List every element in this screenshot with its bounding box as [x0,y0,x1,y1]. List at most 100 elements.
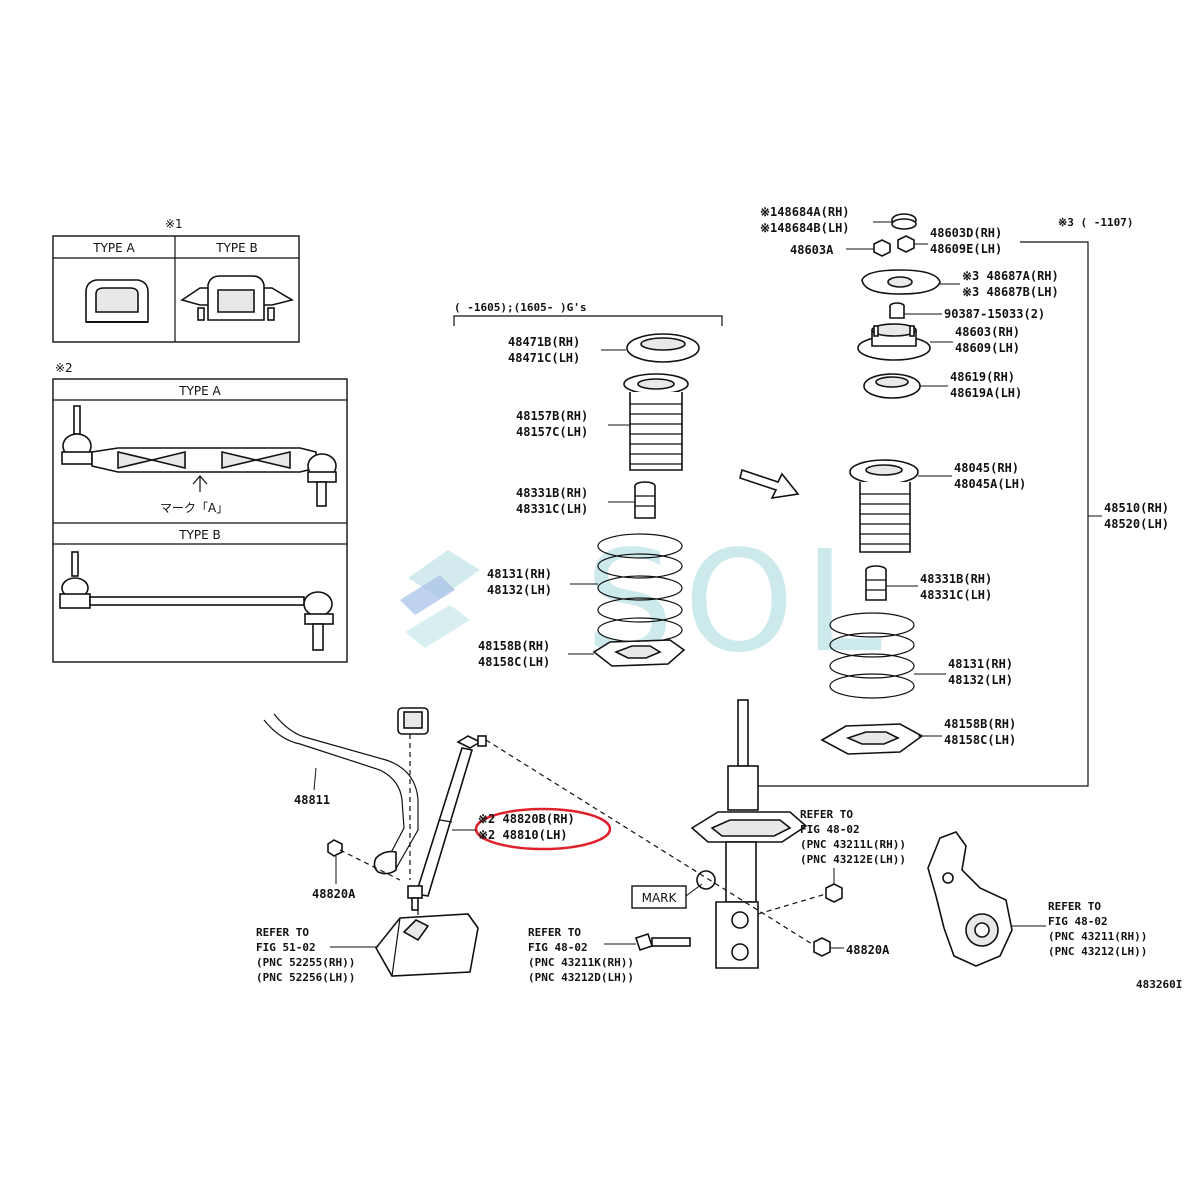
figure-number: 483260I [1136,978,1182,991]
nut-48603a-drawing [873,239,891,257]
shock-absorber-drawing [690,699,808,969]
mark-a-label: マーク「A」 [160,501,228,515]
refer-fig-48-02-knuckle: REFER TO FIG 48-02 (PNC 43211(RH)) (PNC … [1012,900,1147,958]
bushing-type-a-drawing [85,279,149,323]
label-48820a-left: 48820A [312,887,356,901]
bump-stopper-drawing [634,481,656,519]
coil-spring-drawing [597,533,683,643]
label-48131-right: 48131(RH) [948,657,1013,671]
label-48811: 48811 [294,793,330,807]
label-48131: 48131(RH) [487,567,552,581]
label-48619a: 48619A(LH) [950,386,1022,400]
nut-right-drawing [813,937,831,957]
refer-fig-48-02-bolt: REFER TO FIG 48-02 (PNC 43211K(RH)) (PNC… [528,926,636,984]
label-48820a-right: 48820A [846,943,890,957]
ref2-line4: (PNC 43212D(LH)) [528,971,634,984]
stabilizer-link-drawing [407,735,487,911]
note1-type-b: TYPE B [215,241,258,255]
note2-table: ※2 TYPE A TYPE B マーク「A」 [52,361,348,663]
note3-label: ※3 ( -1107) [1058,216,1133,229]
ref3-line4: (PNC 43212E(LH)) [800,853,906,866]
label-48603d: 48603D(RH) [930,226,1002,240]
label-48331c-right: 48331C(LH) [920,588,992,602]
label-48510: 48510(RH) [1104,501,1169,515]
ref4-line3: (PNC 43211(RH)) [1048,930,1147,943]
label-48045a: 48045A(LH) [954,477,1026,491]
label-48331b: 48331B(RH) [516,486,588,500]
highlight-ring [474,807,612,851]
note2-type-a: TYPE A [178,384,221,398]
stabilizer-link-type-b-drawing [59,551,334,651]
lower-spring-insulator-drawing [592,639,686,667]
strut-mount-drawing [857,323,931,361]
label-90387: 90387-15033(2) [944,307,1045,321]
label-48687b: ※3 48687B(LH) [962,285,1059,299]
refer-fig-51-02: REFER TO FIG 51-02 (PNC 52255(RH)) (PNC … [256,926,378,984]
label-48603: 48603(RH) [955,325,1020,339]
ref3-line3: (PNC 43211L(RH)) [800,838,906,851]
dust-boot-drawing [623,373,689,471]
ref2-line1: REFER TO [528,926,581,939]
mounting-bracket-drawing [375,913,479,977]
label-48820b: ※2 48820B(RH) [478,812,575,826]
strut-cap-drawing [891,213,917,230]
nut-left-drawing [327,839,343,857]
lower-insulator-right-drawing [820,723,924,755]
flange-nut-drawing [825,883,843,903]
bolt-drawing [634,932,691,952]
direction-arrow-icon [739,468,800,500]
label-48520: 48520(LH) [1104,517,1169,531]
label-48132-right: 48132(LH) [948,673,1013,687]
steering-knuckle-drawing [927,831,1013,967]
variant-range-label: ( -1605);(1605- )G's [454,301,586,314]
note1-type-a: TYPE A [92,241,135,255]
nut-48603d-drawing [897,235,915,253]
label-48609e: 48609E(LH) [930,242,1002,256]
label-48158b-right: 48158B(RH) [944,717,1016,731]
label-148684a: ※148684A(RH) [760,205,850,219]
note1-mark: ※1 [165,217,183,231]
upper-bearing-drawing [863,373,921,399]
ref1-line4: (PNC 52256(LH)) [256,971,355,984]
ref4-line1: REFER TO [1048,900,1101,913]
label-48609: 48609(LH) [955,341,1020,355]
label-48471b: 48471B(RH) [508,335,580,349]
ref2-line3: (PNC 43211K(RH)) [528,956,634,969]
mark-label: MARK [642,891,678,905]
label-48045: 48045(RH) [954,461,1019,475]
label-48158c-right: 48158C(LH) [944,733,1016,747]
label-48687a: ※3 48687A(RH) [962,269,1059,283]
ref3-line1: REFER TO [800,808,853,821]
label-48331c: 48331C(LH) [516,502,588,516]
ref2-line2: FIG 48-02 [528,941,588,954]
refer-fig-48-02-nut: REFER TO FIG 48-02 (PNC 43211L(RH)) (PNC… [800,808,906,884]
coil-spring-right-drawing [829,612,915,699]
stabilizer-bar-drawing [263,707,429,875]
stabilizer-link-type-a-drawing: マーク「A」 [61,405,337,515]
bushing-type-b-drawing [180,275,295,321]
label-48810: ※2 48810(LH) [478,828,568,842]
label-48331b-right: 48331B(RH) [920,572,992,586]
ref4-line2: FIG 48-02 [1048,915,1108,928]
bump-stopper-right-drawing [865,565,887,601]
label-48471c: 48471C(LH) [508,351,580,365]
label-48157b: 48157B(RH) [516,409,588,423]
mark-box [631,885,687,909]
label-48132: 48132(LH) [487,583,552,597]
label-48158b: 48158B(RH) [478,639,550,653]
note2-mark: ※2 [55,361,73,375]
ref4-line4: (PNC 43212(LH)) [1048,945,1147,958]
note3-bracket: ※3 ( -1107) [738,216,1133,787]
label-148684b: ※148684B(LH) [760,221,850,235]
ref1-line1: REFER TO [256,926,309,939]
collar-drawing [889,302,905,319]
support-plate-drawing [861,269,941,295]
note2-type-b: TYPE B [178,528,221,542]
label-48158c: 48158C(LH) [478,655,550,669]
label-48603a: 48603A [790,243,834,257]
ref3-line2: FIG 48-02 [800,823,860,836]
ref1-line3: (PNC 52255(RH)) [256,956,355,969]
strut-boot-drawing [849,459,919,553]
upper-support-bearing-drawing [626,333,700,363]
